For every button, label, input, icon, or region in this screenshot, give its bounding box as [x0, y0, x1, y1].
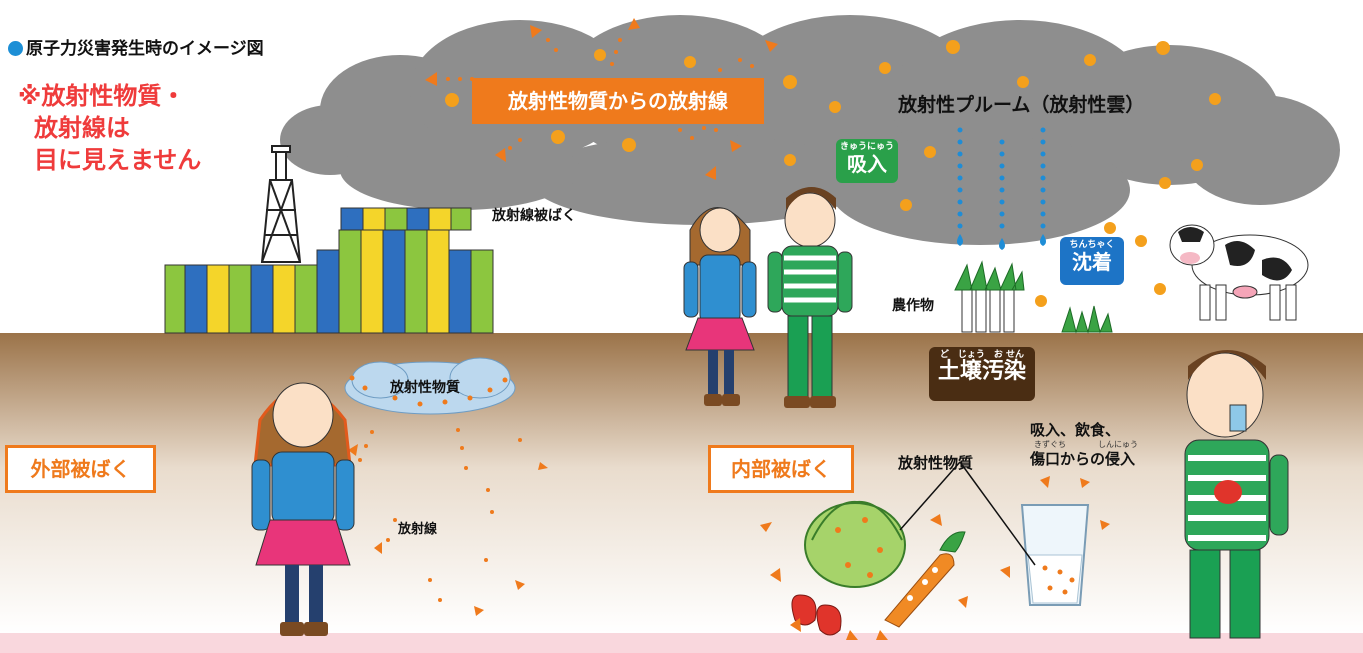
title-bullet-icon — [8, 41, 23, 56]
exposure-routes-label: 吸入、飲食、 きずぐち しんにゅう 傷口からの侵入 — [1030, 420, 1138, 469]
routes-line-2: 傷口からの侵入 — [1030, 450, 1136, 468]
soil-ruby: ど じょう お せん — [939, 350, 1025, 360]
carrot — [884, 531, 966, 628]
warning-text: ※放射性物質・ 放射線は 目に見えません — [18, 80, 278, 176]
falling-particle-lines — [957, 127, 1046, 250]
glass-of-water — [1020, 504, 1090, 606]
pointer-lines — [899, 461, 1036, 566]
plume-label: 放射性プルーム（放射性雲） — [898, 94, 1145, 116]
page-title: 原子力災害発生時のイメージ図 — [8, 34, 264, 59]
girl-figure-bottom — [251, 382, 355, 636]
title-text: 原子力災害発生時のイメージ図 — [26, 39, 264, 59]
plant-buildings — [164, 207, 494, 334]
cow — [1169, 224, 1309, 321]
inhalation-label: 吸入 — [847, 152, 887, 176]
routes-ruby: きずぐち しんにゅう — [1034, 440, 1138, 449]
radiation-label: 放射線 — [398, 522, 438, 537]
radiation-exposure-label: 放射線被ばく — [492, 208, 576, 224]
radioactive-particles — [445, 40, 1221, 307]
inhalation-ruby: きゅうにゅう — [839, 142, 894, 152]
radiation-arrows — [425, 18, 778, 180]
material-cloud-dots — [349, 375, 508, 407]
soil-contamination-badge: ど じょう お せん 土壌汚染 — [929, 347, 1035, 401]
crops-grass — [1061, 305, 1113, 334]
boy-figure-bottom — [1184, 350, 1289, 639]
internal-exposure-box: 内部被ばく — [708, 445, 854, 493]
crops-leeks — [954, 260, 1025, 333]
crops-label: 農作物 — [892, 298, 934, 314]
routes-line-1: 吸入、飲食、 — [1030, 421, 1121, 439]
boy-figure-top — [767, 187, 853, 408]
radiation-banner: 放射性物質からの放射線 — [472, 78, 764, 124]
warning-line-2: 放射線は — [34, 114, 130, 142]
soil-label: 土壌汚染 — [937, 359, 1026, 384]
chimney-tower — [260, 145, 302, 263]
material-food-label: 放射性物質 — [898, 454, 974, 472]
deposition-badge: ちんちゃく 沈着 — [1060, 237, 1124, 285]
material-cloud-small — [344, 357, 516, 415]
ground-band — [0, 633, 1363, 653]
strawberries — [791, 594, 842, 636]
warning-line-1: ※放射性物質・ — [18, 82, 186, 110]
material-cloud-label: 放射性物質 — [390, 380, 460, 396]
soil-layer — [0, 333, 1363, 633]
deposition-ruby: ちんちゃく — [1069, 240, 1115, 250]
inhalation-badge: きゅうにゅう 吸入 — [836, 139, 898, 183]
cabbage — [804, 500, 906, 588]
girl-figure-top — [683, 207, 757, 406]
deposition-label: 沈着 — [1072, 250, 1112, 274]
external-exposure-box: 外部被ばく — [5, 445, 156, 493]
warning-line-3: 目に見えません — [34, 146, 202, 174]
outer-radiation-dots — [348, 428, 548, 616]
food-radiation-arrows — [760, 476, 1110, 640]
nuclear-plant — [164, 145, 494, 334]
